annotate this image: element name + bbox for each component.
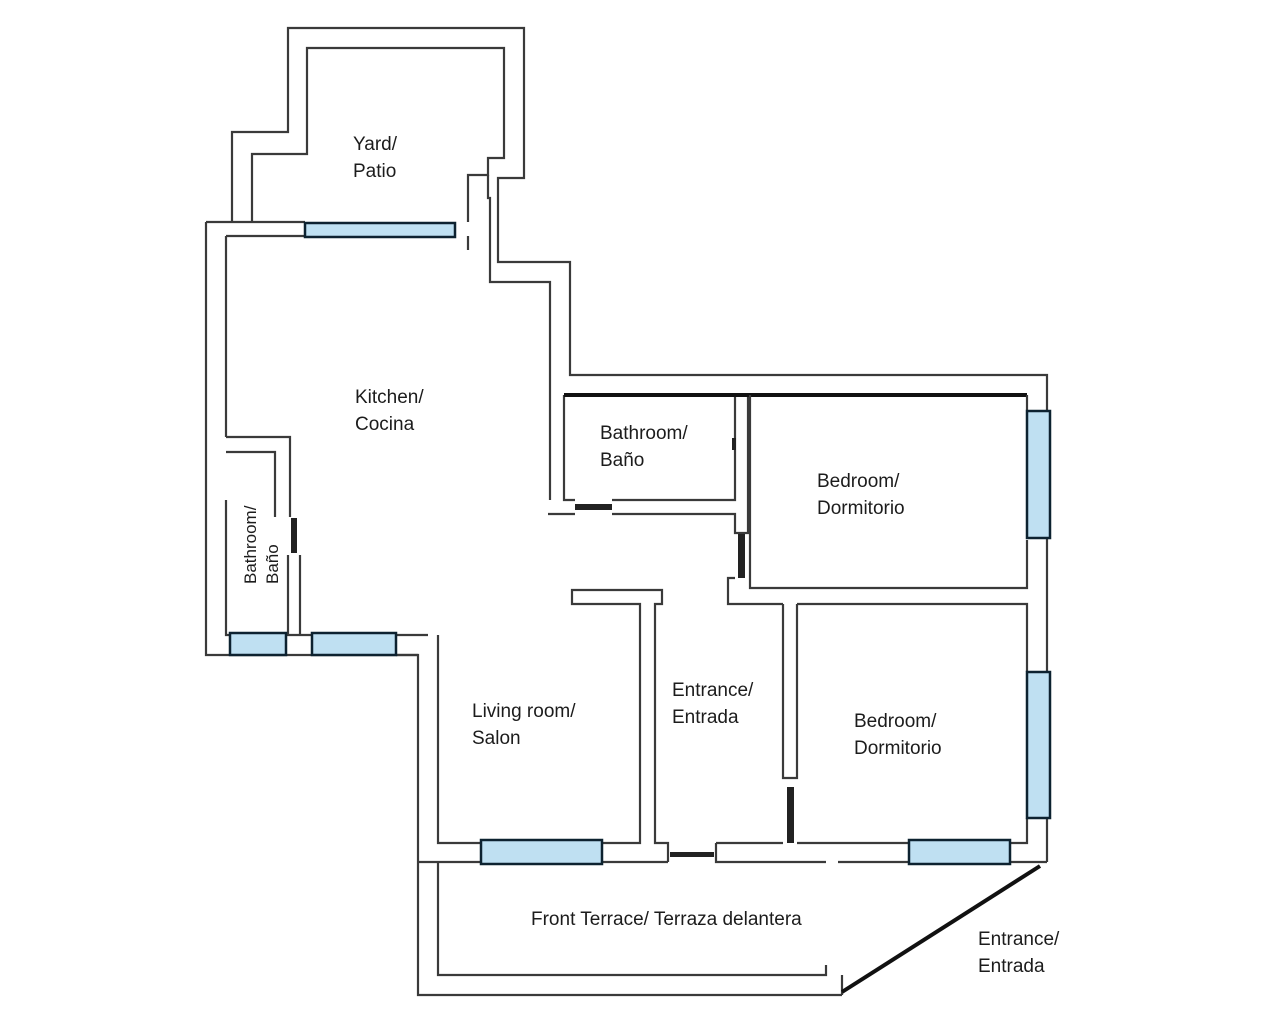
door-entrance (670, 852, 714, 857)
doors (291, 438, 794, 857)
label-living-2: Salon (472, 728, 521, 749)
window-living (479, 838, 604, 866)
label-bath-left-1: Bathroom/ (241, 505, 260, 584)
window-bedroom1 (1025, 409, 1052, 540)
label-yard-1: Yard/ (353, 134, 398, 155)
window-kitchen (310, 631, 398, 657)
label-yard-2: Patio (353, 161, 396, 182)
label-bath-left-2: Baño (263, 544, 282, 584)
label-terrace: Front Terrace/ Terraza delantera (531, 909, 802, 930)
label-entrance-out-2: Entrada (978, 956, 1045, 977)
label-entrance-out-1: Entrance/ (978, 929, 1060, 950)
label-bath-top-2: Baño (600, 450, 644, 471)
door-bath-top (575, 504, 612, 510)
label-bath-top-1: Bathroom/ (600, 423, 688, 444)
fixture-bath-top (732, 438, 736, 450)
label-bedroom1-2: Dormitorio (817, 498, 905, 519)
windows (228, 221, 1052, 866)
label-bedroom1-1: Bedroom/ (817, 471, 900, 492)
window-bedroom2-right (1025, 670, 1052, 820)
window-bath-left (228, 631, 288, 657)
window-yard (303, 221, 457, 239)
room-labels: Yard/ Patio Kitchen/ Cocina Bathroom/ Ba… (241, 134, 1060, 977)
label-bedroom2-2: Dormitorio (854, 738, 942, 759)
window-bedroom2-bottom (907, 838, 1012, 866)
label-entrance-in-1: Entrance/ (672, 680, 754, 701)
label-kitchen-2: Cocina (355, 414, 415, 435)
door-bedroom2 (787, 787, 794, 843)
door-bath-left (291, 518, 297, 553)
label-living-1: Living room/ (472, 701, 576, 722)
label-bedroom2-1: Bedroom/ (854, 711, 937, 732)
label-entrance-in-2: Entrada (672, 707, 739, 728)
door-bedroom1 (738, 534, 745, 578)
label-kitchen-1: Kitchen/ (355, 387, 424, 408)
